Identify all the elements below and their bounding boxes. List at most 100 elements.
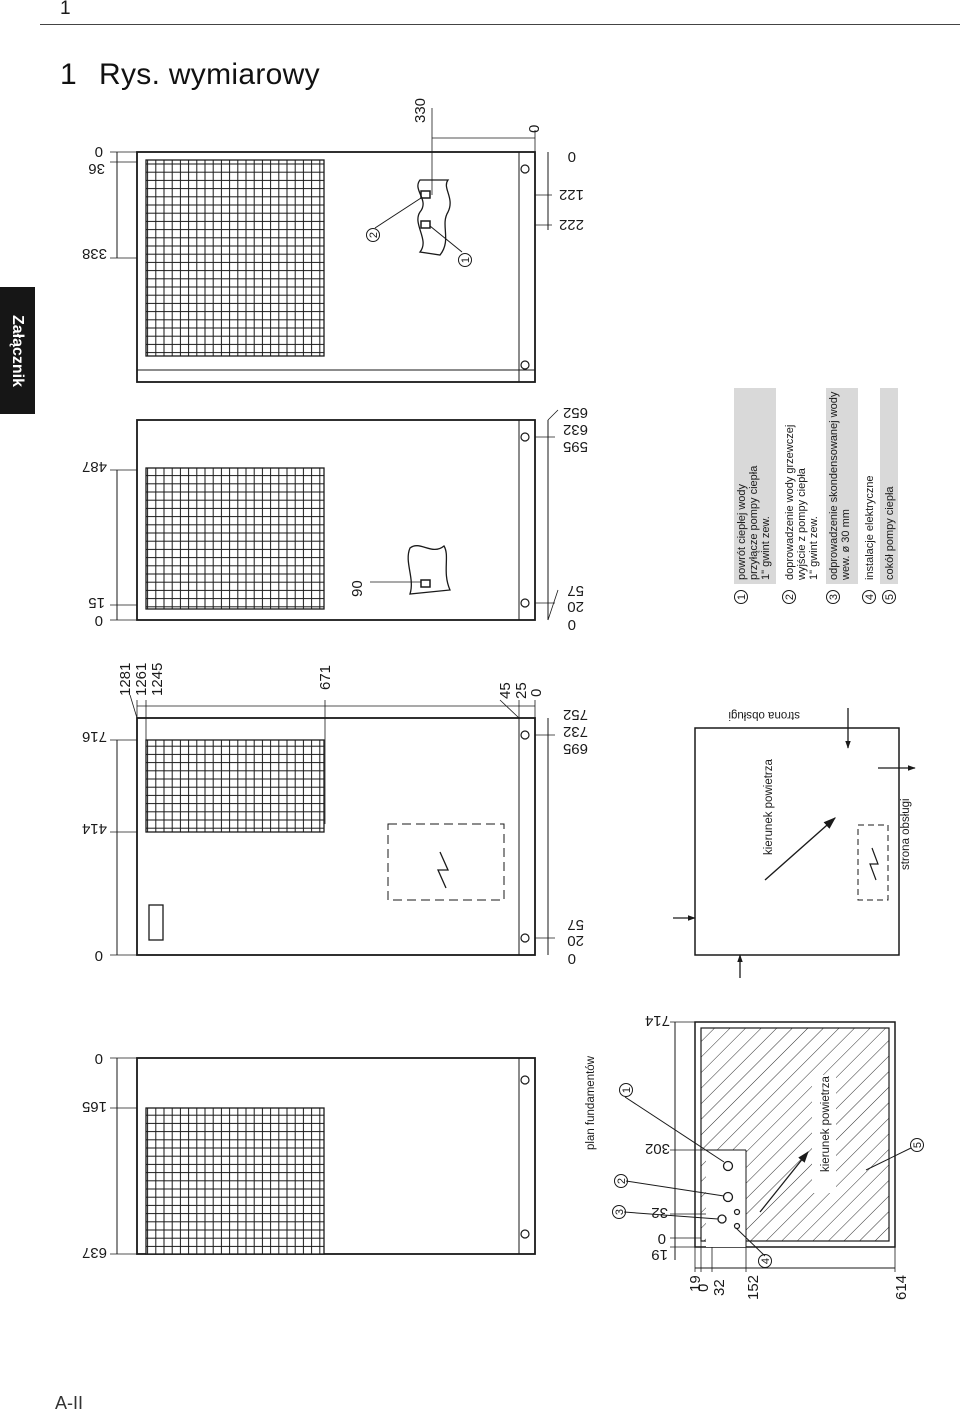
legend-1-line-1: powrót ciepłej wody [736,484,748,580]
view-b-dim-20: 20 [567,598,584,615]
foundation-pipe-1 [722,1160,734,1172]
foundation-dim-bottom-614: 614 [893,1275,910,1300]
legend-row-5-shade [880,388,898,584]
airflow-plan-service-side-right: strona obsługi [900,798,912,870]
foundation-dim-302: 302 [645,1140,670,1157]
view-a-callout-1-circle [458,253,472,267]
view-a-bolt-top [520,164,530,174]
foundation-callout-5: 5 [912,1142,924,1148]
foundation-callout-3-circle [612,1205,626,1219]
legend-num-4: 4 [864,594,876,600]
legend-5-line-1: cokół pompy ciepła [884,486,896,580]
foundation-dim-19: 19 [651,1246,668,1263]
foundation-callout-2-circle [614,1174,628,1188]
view-a-bolt-bottom [520,360,530,370]
legend-4-line-1: instalacje elektryczne [864,475,876,580]
view-b-dim-487: 487 [82,458,107,475]
foundation-plan [612,1021,924,1272]
view-c-dim-732: 732 [563,723,588,740]
legend-row-1-shade [734,388,776,584]
view-c-dim-right-0: 0 [568,950,576,967]
foundation-dim-714: 714 [645,1012,670,1029]
footer-page-code: A-II [55,1393,84,1413]
foundation-callout-3: 3 [614,1209,626,1215]
airflow-arrow [764,817,836,881]
foundation-airflow-label: kierunek powietrza [820,1076,832,1172]
view-a-callout-2-circle [366,228,380,242]
section-title: Rys. wymiarowy [99,58,320,91]
view-c-dim-695: 695 [563,740,588,757]
view-a-grille [145,159,325,357]
view-b-dim-right-0: 0 [568,616,576,633]
view-c-dim-414: 414 [82,820,107,837]
view-a-dim-338: 338 [82,245,107,262]
view-d-dim-637: 637 [82,1244,107,1261]
view-d-dim-0: 0 [95,1050,103,1067]
view-c-dim-1281: 1281 [117,663,134,696]
view-a-callout-2: 2 [368,232,380,238]
airflow-plan-airflow-label: kierunek powietrza [763,759,775,855]
legend-2-line-1: doprowadzenie wody grzewczej [784,425,796,580]
view-a-side-elevation [110,108,552,383]
view-a-dim-0: 0 [95,143,103,160]
view-b-rear-elevation [110,409,559,621]
legend-3-line-2: wew. ø 30 mm [840,509,852,581]
foundation-callout-4-circle [758,1254,772,1268]
foundation-plan-caption: plan fundamentów [585,1055,597,1150]
view-c-dim-25: 25 [513,682,530,699]
airflow-plan-service-side-top: strona obsługi [728,709,800,721]
foundation-callout-2: 2 [616,1178,628,1184]
legend-row-3-shade [826,388,858,584]
foundation-callout-1: 1 [621,1087,633,1093]
view-d-side-elevation [110,1057,536,1255]
legend-2-line-3: 1" gwint zew. [808,516,820,580]
view-a-dim-222: 222 [559,216,584,233]
view-a-outline [136,151,536,383]
foundation-callout-4: 4 [760,1258,772,1264]
view-c-dim-57: 57 [567,916,584,933]
foundation-dim-32: 32 [651,1204,668,1221]
view-b-grille [145,467,325,610]
page-number: 1 [60,0,71,19]
view-c-grille [145,739,325,833]
top-rule [40,24,960,25]
foundation-dim-0: 0 [658,1230,666,1247]
view-c-dim-1245: 1245 [149,663,166,696]
view-a-dim-top-0: 0 [526,125,543,133]
legend-num-1: 1 [736,594,748,600]
view-c-dim-45: 45 [497,682,514,699]
appendix-tab[interactable]: Załącznik [0,287,35,414]
view-a-callout-1: 1 [460,257,472,263]
foundation-outline [694,1021,896,1248]
airflow-plan-outline [694,727,900,956]
foundation-electrical-4a [733,1208,741,1216]
foundation-pipe-2 [722,1191,734,1203]
view-c-dim-716: 716 [82,728,107,745]
view-c-dim-20: 20 [567,932,584,949]
foundation-dim-bottom-0: 0 [695,1284,712,1292]
legend-1-line-2: przyłącze pompy ciepła [748,465,760,580]
foundation-dim-bottom-19: 19 [687,1275,704,1292]
foundation-dim-bottom-32: 32 [711,1279,728,1296]
legend: 1 2 3 4 5 powrót ciepłej wody przyłącze … [734,388,898,604]
section-number: 1 [60,58,77,91]
view-b-dim-652: 652 [563,404,588,421]
page-title: 1 Rys. wymiarowy [60,58,320,92]
airflow-plan-electrical-box [857,824,889,901]
view-b-dim-90: 90 [349,580,366,597]
legend-num-5: 5 [884,594,896,600]
view-b-dim-632: 632 [563,421,588,438]
view-a-dim-330: 330 [412,98,429,123]
view-b-dim-0: 0 [95,612,103,629]
view-a-port-1 [420,220,431,229]
view-a-dim-122: 122 [559,186,584,203]
view-a-dim-right-0: 0 [568,148,576,165]
view-c-dim-top-0: 0 [528,689,545,697]
view-b-dim-595: 595 [563,438,588,455]
view-a-dim-36: 36 [88,160,105,177]
view-b-dim-15: 15 [88,594,105,611]
legend-2-line-2: wyjście z pompy ciepła [796,467,808,581]
view-c-front-elevation [110,694,555,956]
view-c-panel-slot [148,904,164,941]
